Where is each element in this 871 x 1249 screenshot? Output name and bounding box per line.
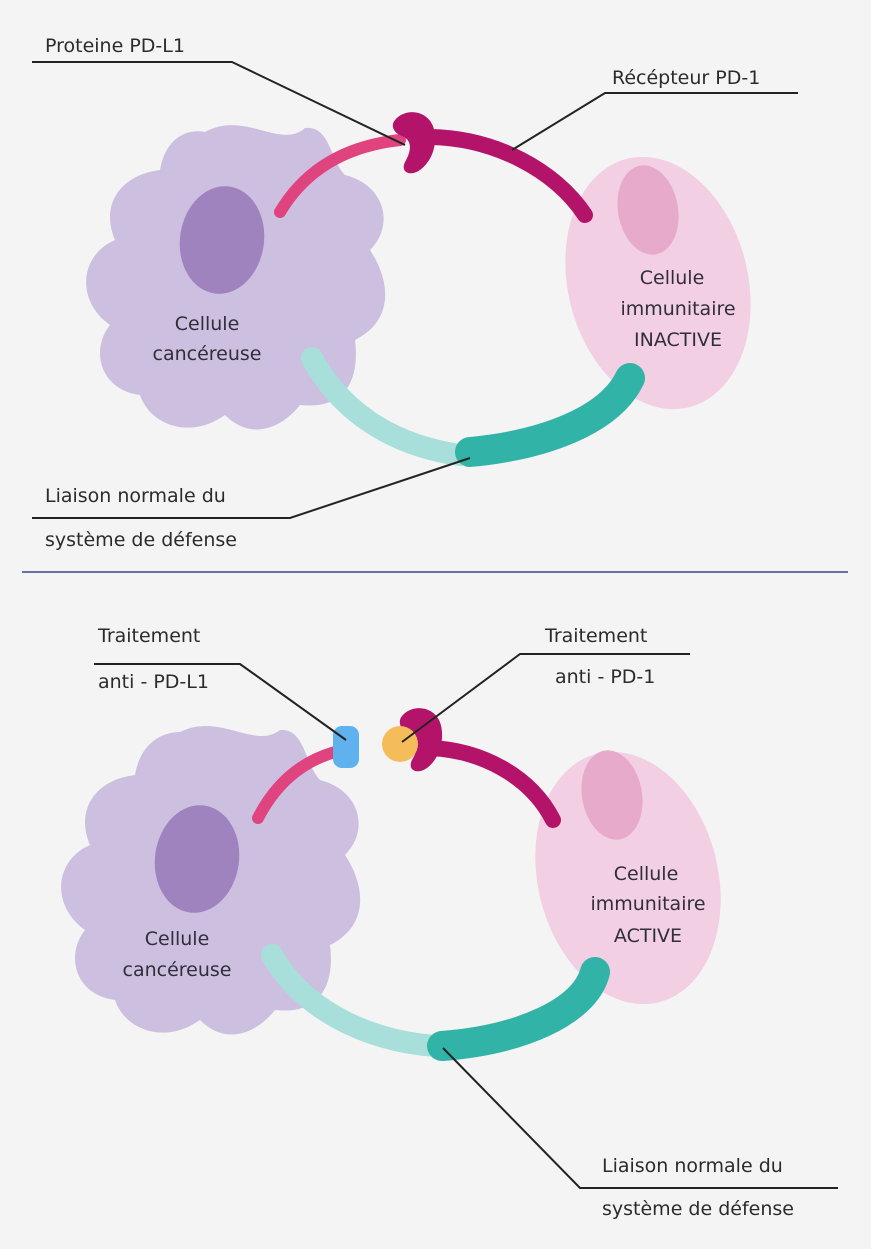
- bottom-link-dark: [427, 957, 610, 1061]
- bottom-cancer-cell-label-2: cancéreuse: [123, 959, 232, 981]
- bottom-pd1-arm: [422, 740, 561, 828]
- bottom-panel: Cellule cancéreuse Cellule immunitaire A…: [61, 625, 838, 1220]
- top-pd1-leader: [511, 92, 798, 151]
- top-link-label-2: système de défense: [45, 529, 237, 551]
- bottom-anti-pdl1-leader: [94, 663, 347, 741]
- top-pd1-receptor: [392, 112, 436, 174]
- top-cancer-nucleus: [179, 186, 265, 294]
- top-cancer-cell-label-1: Cellule: [175, 313, 240, 335]
- bottom-link-label-1: Liaison normale du: [602, 1155, 783, 1177]
- top-immune-cell-label-1: Cellule: [640, 267, 705, 289]
- bottom-immune-cell: [535, 751, 721, 1005]
- bottom-link-light: [261, 944, 446, 1057]
- bottom-immune-cell-label-1: Cellule: [614, 863, 679, 885]
- bottom-link-leader: [442, 1047, 838, 1189]
- bottom-anti-pd1-leader: [401, 653, 690, 743]
- bottom-anti-pdl1-label-2: anti - PD-L1: [98, 671, 209, 693]
- top-link-leader: [32, 457, 471, 519]
- top-panel: Cellule cancéreuse Cellule immunitaire I…: [32, 35, 798, 551]
- top-pd1-arm: [422, 129, 593, 223]
- top-link-label-1: Liaison normale du: [45, 485, 226, 507]
- bottom-anti-pd1-antibody: [382, 726, 418, 762]
- bottom-anti-pd1-label-2: anti - PD-1: [555, 666, 655, 688]
- top-pdl1-leader: [32, 61, 406, 146]
- top-immune-nucleus: [617, 165, 679, 255]
- bottom-anti-pd1-label-1: Traitement: [544, 625, 647, 647]
- bottom-immune-nucleus: [581, 750, 643, 840]
- top-pdl1-label: Proteine PD-L1: [45, 35, 185, 57]
- bottom-pdl1-arm: [252, 746, 341, 824]
- bottom-cancer-cell-label-1: Cellule: [145, 928, 210, 950]
- bottom-pd1-receptor: [399, 708, 443, 772]
- top-link-dark: [455, 363, 645, 467]
- bottom-immune-cell-label-2: immunitaire: [590, 893, 705, 915]
- top-immune-cell-label-3: INACTIVE: [634, 329, 722, 351]
- top-immune-cell: [565, 156, 751, 410]
- top-immune-cell-label-2: immunitaire: [620, 298, 735, 320]
- bottom-anti-pdl1-label-1: Traitement: [97, 625, 200, 647]
- bottom-cancer-nucleus: [154, 805, 240, 913]
- bottom-immune-cell-label-3: ACTIVE: [614, 925, 682, 947]
- top-pdl1-arm: [274, 134, 406, 218]
- top-pd1-label: Récépteur PD-1: [612, 67, 760, 89]
- top-link-light: [301, 347, 471, 466]
- bottom-link-label-2: système de défense: [602, 1198, 794, 1220]
- top-cancer-cell-label-2: cancéreuse: [153, 343, 262, 365]
